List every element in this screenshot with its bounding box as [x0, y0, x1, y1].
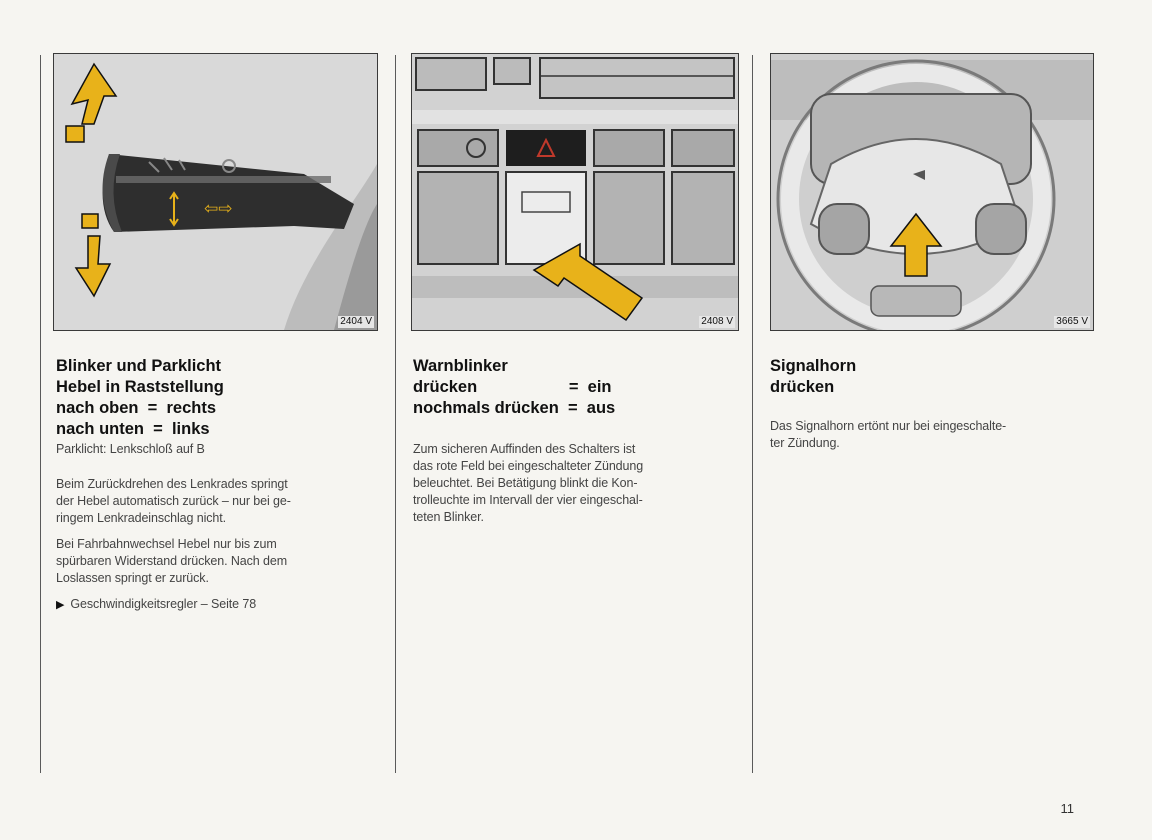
body-line: der Hebel automatisch zurück – nur bei g…: [56, 494, 291, 508]
column-body: Das Signalhorn ertönt nur bei eingeschal…: [770, 418, 1006, 461]
page-reference-link[interactable]: Geschwindigkeitsregler – Seite 78: [70, 597, 257, 611]
heading-line: nach unten = links: [56, 420, 210, 438]
heading-line: nach oben = rechts: [56, 399, 217, 417]
body-line: Beim Zurückdrehen des Lenkrades springt: [56, 477, 288, 491]
column-heading: Blinker und Parklicht Hebel in Raststell…: [56, 356, 224, 440]
lever-arrows-label: ⇦⇨: [204, 199, 233, 219]
reference-arrow-icon: ▶: [56, 599, 65, 611]
column-divider-left: [40, 55, 41, 773]
column-heading: Signalhorn drücken: [770, 356, 856, 398]
column-divider-right: [752, 55, 753, 773]
body-line: Bei Fahrbahnwechsel Hebel nur bis zum: [56, 537, 277, 551]
column-heading: Warnblinker drücken = ein nochmals drück…: [413, 356, 615, 419]
heading-line: Signalhorn: [770, 357, 857, 375]
figure-code: 3665 V: [1054, 316, 1090, 328]
body-line: Loslassen springt er zurück.: [56, 571, 209, 585]
heading-line: Blinker und Parklicht: [56, 357, 222, 375]
steering-wheel-horn-illustration: 3665 V: [770, 53, 1094, 331]
heading-line: Hebel in Raststellung: [56, 378, 224, 396]
hazard-switch-illustration: 2408 V: [411, 53, 739, 331]
heading-line: Warnblinker: [413, 357, 508, 375]
heading-line: nochmals drücken = aus: [413, 399, 616, 417]
column-body: Zum sicheren Auffinden des Schalters ist…: [413, 441, 643, 535]
turn-signal-lever-illustration: ⇦⇨ 2404 V: [53, 53, 378, 331]
figure-code: 2404 V: [338, 316, 374, 328]
body-line: Das Signalhorn ertönt nur bei eingeschal…: [770, 419, 1007, 433]
body-line: Zum sicheren Auffinden des Schalters ist: [413, 442, 636, 456]
body-line: ter Zündung.: [770, 436, 840, 450]
body-line: trolleuchte im Intervall der vier einges…: [413, 493, 643, 507]
figure-code: 2408 V: [699, 316, 735, 328]
subtext: Parklicht: Lenkschloß auf B: [56, 442, 205, 456]
column-divider-middle: [395, 55, 396, 773]
body-line: beleuchtet. Bei Betätigung blinkt die Ko…: [413, 476, 638, 490]
heading-line: drücken: [770, 378, 835, 396]
body-line: ringem Lenkradeinschlag nicht.: [56, 511, 227, 525]
body-line: spürbaren Widerstand drücken. Nach dem: [56, 554, 288, 568]
body-line: das rote Feld bei eingeschalteter Zündun…: [413, 459, 644, 473]
heading-line: drücken = ein: [413, 378, 612, 396]
page-number: 11: [1060, 801, 1075, 816]
body-line: teten Blinker.: [413, 510, 484, 524]
column-body: Parklicht: Lenkschloß auf B Beim Zurückd…: [56, 441, 291, 623]
